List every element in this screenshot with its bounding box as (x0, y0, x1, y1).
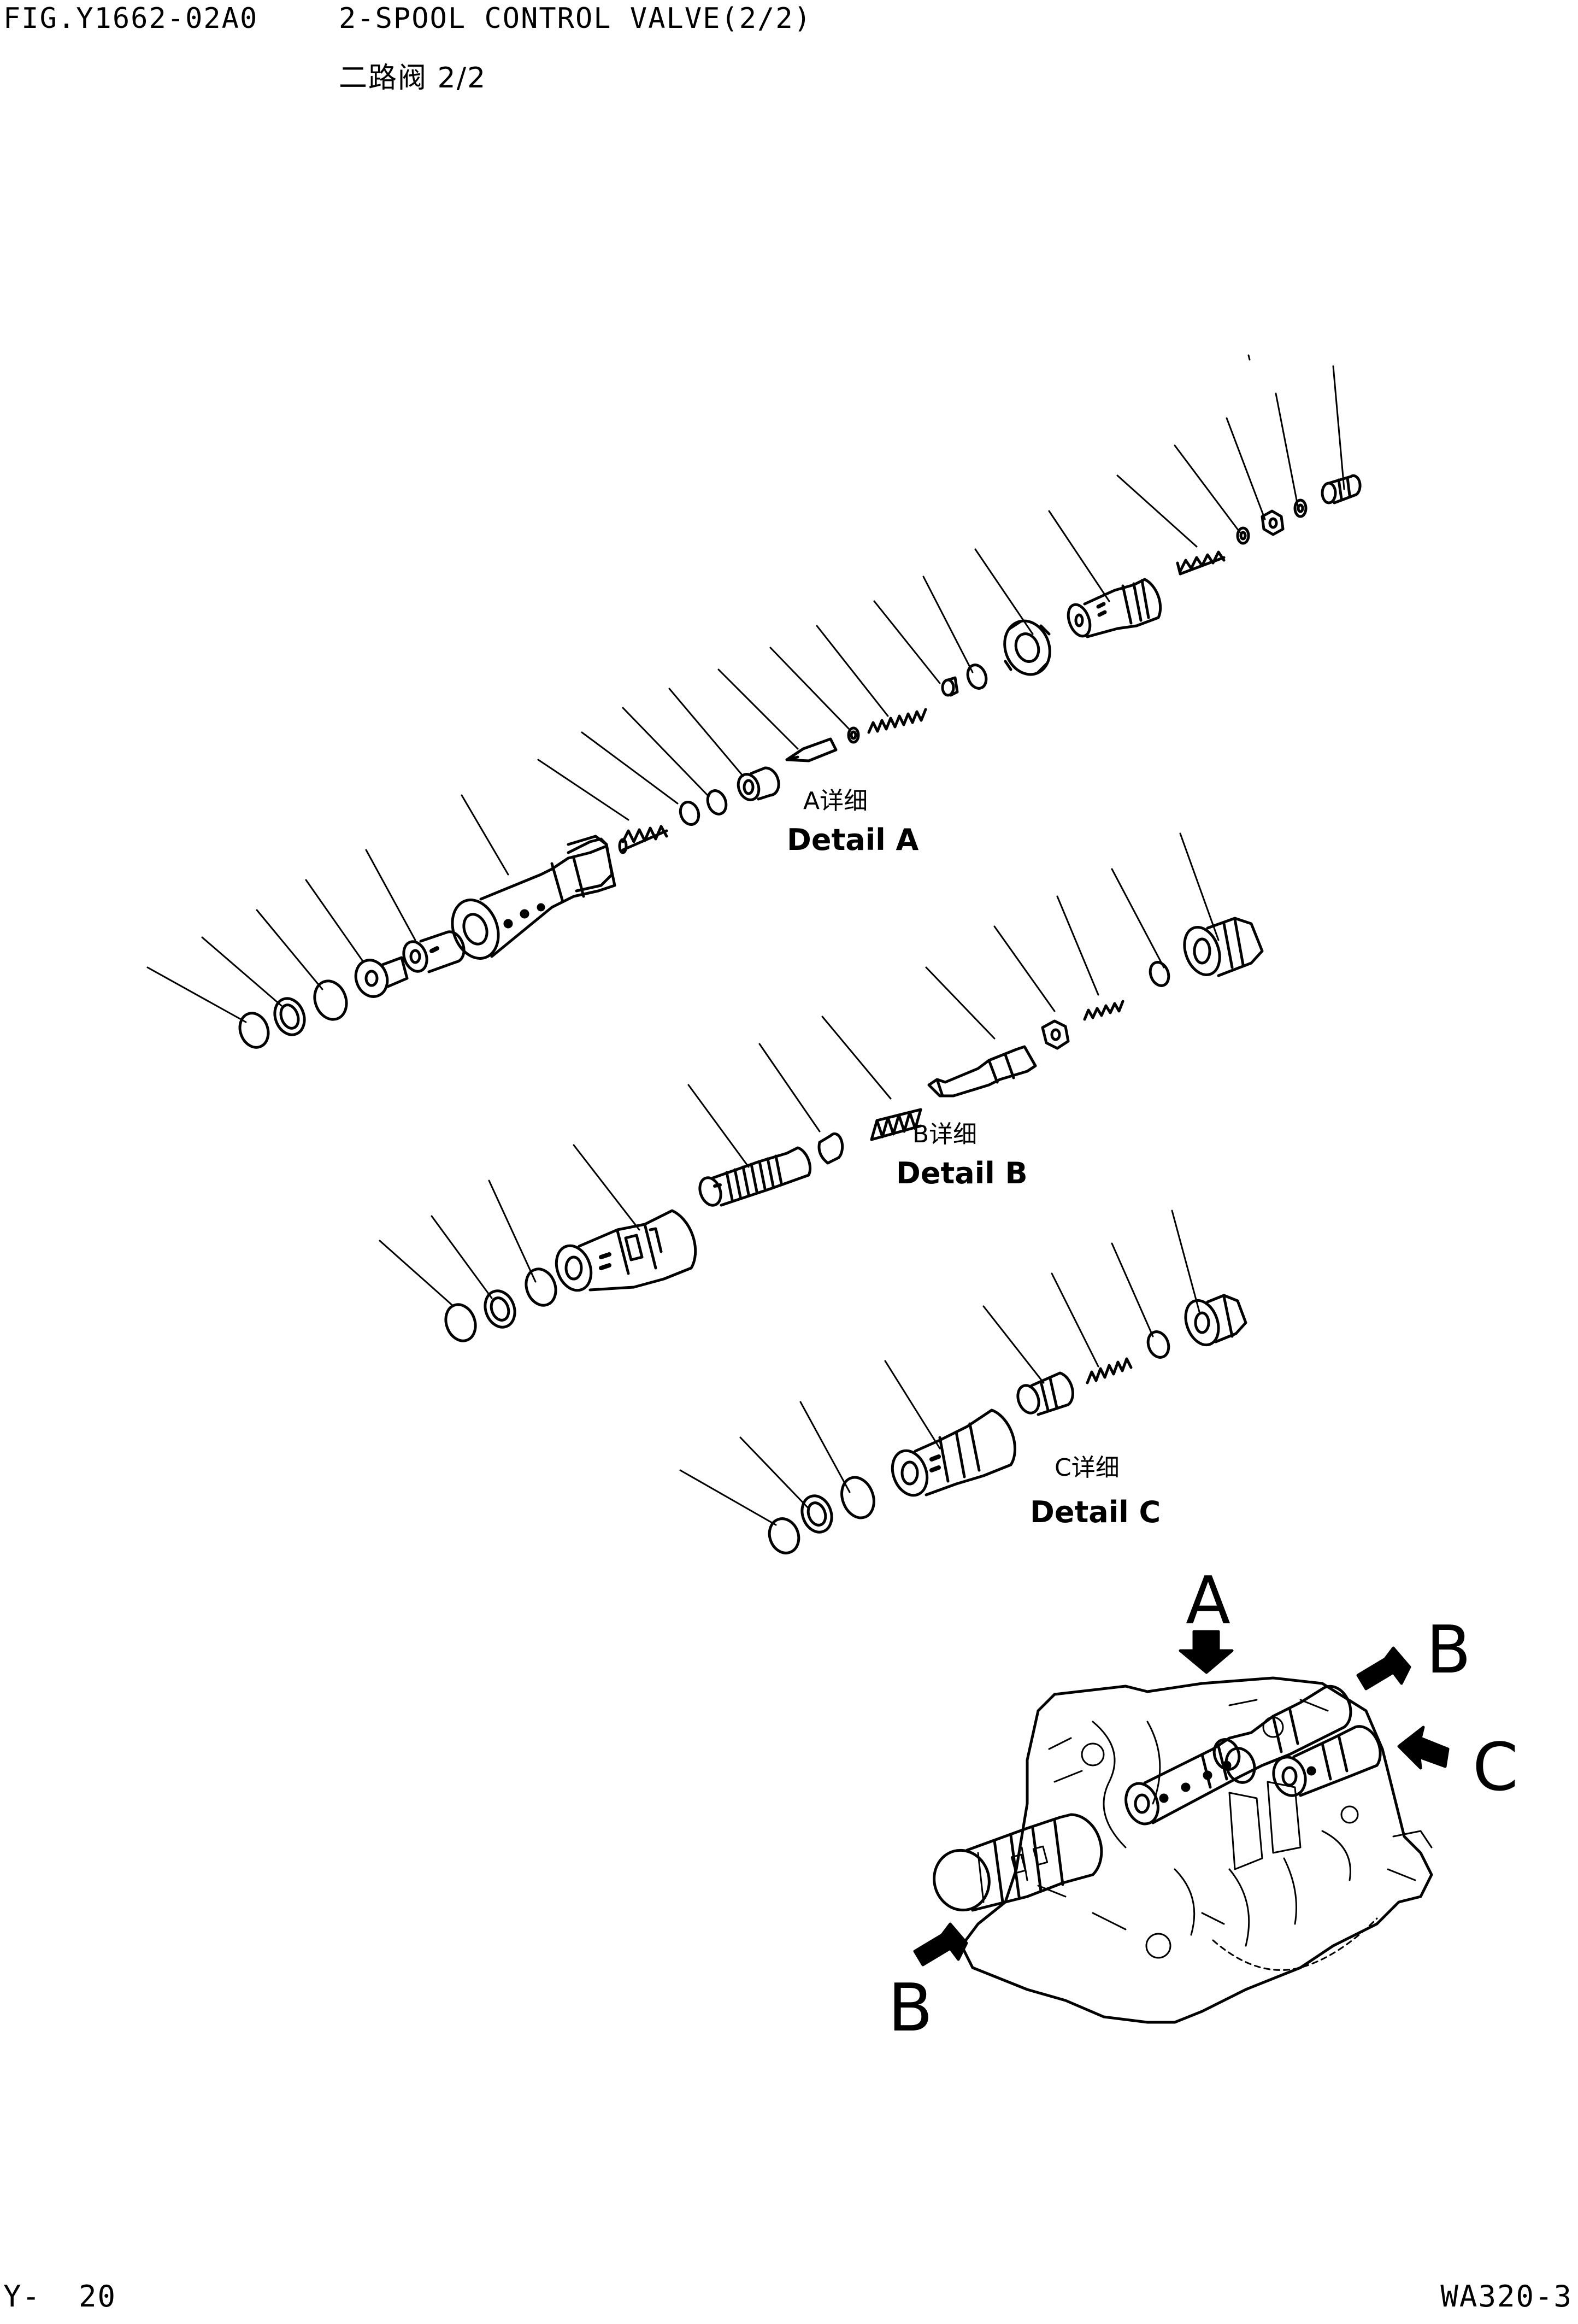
detail-a-o-ring-4 (706, 789, 728, 815)
detail-a-adjusting-plug (1067, 578, 1162, 638)
arrow-view-b-top (1356, 1646, 1411, 1691)
detail-b-plunger (817, 1132, 844, 1165)
spool-b-lower (933, 1813, 1103, 1912)
detail-c-o-ring-3 (1146, 1330, 1170, 1359)
detail-a-label-en: Detail A (787, 823, 919, 857)
detail-a-backup-ring (273, 997, 306, 1036)
detail-b-o-ring-2 (525, 1267, 557, 1307)
spool-c (1272, 1725, 1382, 1797)
detail-a-spring-2 (867, 708, 927, 734)
valve-block-body (960, 1676, 1433, 2024)
detail-b-small-spring (1083, 1000, 1124, 1021)
detail-b-label-en: Detail B (896, 1156, 1028, 1190)
detail-b-assembly: B详细 Detail B (379, 832, 1264, 1342)
detail-c-piston (1016, 1371, 1074, 1416)
view-letter-c: C (1473, 1730, 1518, 1806)
detail-c-spring (1086, 1357, 1133, 1384)
detail-a-washer (1293, 498, 1308, 518)
machine-model: WA320-3 (1440, 2279, 1573, 2314)
detail-a-o-ring-2 (313, 979, 348, 1021)
detail-c-plug (1184, 1294, 1247, 1347)
detail-c-assembly: C详细 Detail C (679, 1210, 1247, 1554)
detail-a-o-ring-3 (679, 801, 700, 826)
figure-title-cn: 二路阀 2/2 (339, 62, 487, 95)
detail-b-label-cn: B详细 (912, 1120, 977, 1148)
detail-c-valve-body (891, 1409, 1016, 1497)
detail-b-piston (927, 1045, 1037, 1098)
detail-a-assembly: A详细 Detail A (146, 354, 1362, 1049)
detail-b-o-ring-1 (444, 1303, 477, 1342)
detail-a-relief-valve-body (451, 837, 616, 960)
view-letter-b-bottom: B (888, 1970, 933, 2046)
detail-a-label-cn: A详细 (803, 787, 868, 815)
arrow-view-c (1397, 1726, 1450, 1770)
detail-a-cap-nut (1321, 474, 1362, 504)
detail-a-poppet (785, 737, 838, 762)
detail-c-leader-lines (679, 1210, 1200, 1526)
detail-b-spool (698, 1146, 812, 1207)
detail-a-o-ring-1 (238, 1012, 270, 1049)
view-letter-b-top: B (1426, 1612, 1471, 1688)
detail-a-small-nut-1 (1236, 526, 1250, 545)
detail-b-backup-ring (484, 1289, 516, 1329)
view-letter-a: A (1186, 1563, 1230, 1639)
detail-a-o-ring-5 (966, 664, 988, 690)
detail-b-nut (1041, 1019, 1070, 1050)
detail-b-o-ring-3 (1149, 961, 1170, 987)
detail-a-collar (737, 766, 780, 801)
arrow-view-b-bottom (913, 1922, 968, 1967)
detail-a-hex-nut (1261, 509, 1285, 536)
detail-a-plug (354, 956, 409, 998)
detail-b-leader-lines (379, 832, 1220, 1307)
detail-c-label-cn: C详细 (1055, 1454, 1120, 1482)
detail-c-o-ring-1 (768, 1517, 800, 1554)
valve-block-key-view: A B C B (888, 1563, 1518, 2046)
detail-c-label-en: Detail C (1030, 1495, 1161, 1529)
detail-b-spring (870, 1108, 922, 1141)
detail-a-retainer (941, 676, 959, 697)
detail-a-lock-nut (1003, 619, 1051, 676)
detail-a-leader-lines (146, 354, 1345, 1023)
detail-a-seat (847, 726, 860, 744)
figure-id: FIG.Y1662-02A0 (3, 2, 258, 35)
detail-c-o-ring-2 (840, 1476, 875, 1519)
detail-a-spring-1 (618, 825, 668, 854)
page-number: Y- 20 (3, 2279, 117, 2314)
detail-b-plug (1183, 917, 1264, 977)
figure-title: 2-SPOOL CONTROL VALVE(2/2) (339, 2, 812, 35)
detail-a-sleeve (402, 930, 466, 973)
detail-b-sleeve-body (555, 1209, 697, 1292)
detail-a-adjust-screw (1176, 550, 1226, 576)
spool-b-upper (1124, 1685, 1352, 1826)
detail-a-nut-hex (567, 835, 614, 893)
arrow-view-a (1179, 1630, 1234, 1674)
detail-c-backup-ring (800, 1494, 833, 1534)
